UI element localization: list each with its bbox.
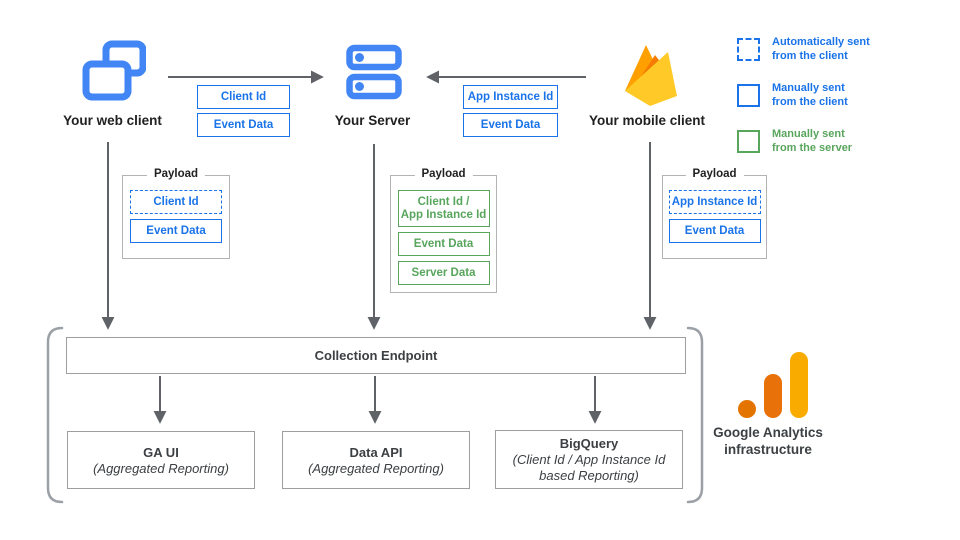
- bigquery-subtitle: based Reporting): [539, 467, 639, 483]
- payload-server: Payload Client Id / App Instance Id Even…: [390, 168, 497, 293]
- payload-mobile-event-data: Event Data: [668, 219, 761, 243]
- server-label: Your Server: [334, 113, 411, 128]
- payload-web-event-data: Event Data: [130, 219, 222, 243]
- legend-swatch-solid-blue: [737, 83, 760, 107]
- bigquery-subtitle: (Client Id / App Instance Id: [512, 451, 666, 467]
- payload-mobile: Payload App Instance Id Event Data: [662, 168, 767, 259]
- ga-ui-box: GA UI (Aggregated Reporting): [67, 431, 255, 489]
- payload-title: Payload: [146, 168, 206, 180]
- payload-title: Payload: [685, 168, 744, 180]
- server-icon: [346, 44, 402, 100]
- payload-server-ids: Client Id / App Instance Id: [397, 190, 490, 227]
- google-analytics-icon: [738, 352, 808, 418]
- legend-swatch-solid-green: [737, 129, 760, 153]
- flow-mobile-app-instance-id: App Instance Id: [463, 85, 558, 109]
- payload-server-event-data: Event Data: [397, 232, 490, 256]
- collection-endpoint-box: Collection Endpoint: [66, 337, 686, 374]
- bracket-left: [46, 326, 64, 504]
- legend-row-manual-client: Manually sent from the client: [737, 81, 870, 109]
- payload-web: Payload Client Id Event Data: [122, 168, 230, 259]
- web-client-icon: [82, 40, 146, 101]
- legend-label: Automatically sent from the client: [772, 36, 870, 62]
- data-api-name: Data API: [349, 444, 403, 460]
- legend-label: Manually sent from the client: [772, 82, 848, 108]
- legend-row-manual-server: Manually sent from the server: [737, 127, 870, 155]
- ga-ui-name: GA UI: [143, 444, 179, 460]
- data-api-box: Data API (Aggregated Reporting): [282, 431, 470, 489]
- firebase-icon: [625, 45, 677, 106]
- collection-endpoint-label: Collection Endpoint: [314, 348, 438, 363]
- legend: Automatically sent from the client Manua…: [737, 35, 870, 173]
- payload-server-server-data: Server Data: [397, 261, 490, 285]
- payload-title: Payload: [414, 168, 473, 180]
- ga-ui-subtitle: (Aggregated Reporting): [93, 460, 229, 476]
- payload-web-client-id: Client Id: [130, 190, 222, 214]
- flow-web-client-id: Client Id: [197, 85, 290, 109]
- payload-mobile-app-instance-id: App Instance Id: [668, 190, 761, 214]
- legend-row-auto-client: Automatically sent from the client: [737, 35, 870, 63]
- flow-mobile-event-data: Event Data: [463, 113, 558, 137]
- bigquery-box: BigQuery (Client Id / App Instance Id ba…: [495, 430, 683, 489]
- legend-label: Manually sent from the server: [772, 128, 853, 154]
- ga-infrastructure-caption: Google Analytics infrastructure: [713, 425, 823, 457]
- data-api-subtitle: (Aggregated Reporting): [308, 460, 444, 476]
- bigquery-name: BigQuery: [559, 435, 619, 451]
- mobile-client-label: Your mobile client: [588, 113, 705, 128]
- web-client-label: Your web client: [63, 113, 162, 128]
- legend-swatch-dashed-blue: [737, 37, 760, 61]
- bracket-right: [686, 326, 704, 504]
- flow-web-event-data: Event Data: [197, 113, 290, 137]
